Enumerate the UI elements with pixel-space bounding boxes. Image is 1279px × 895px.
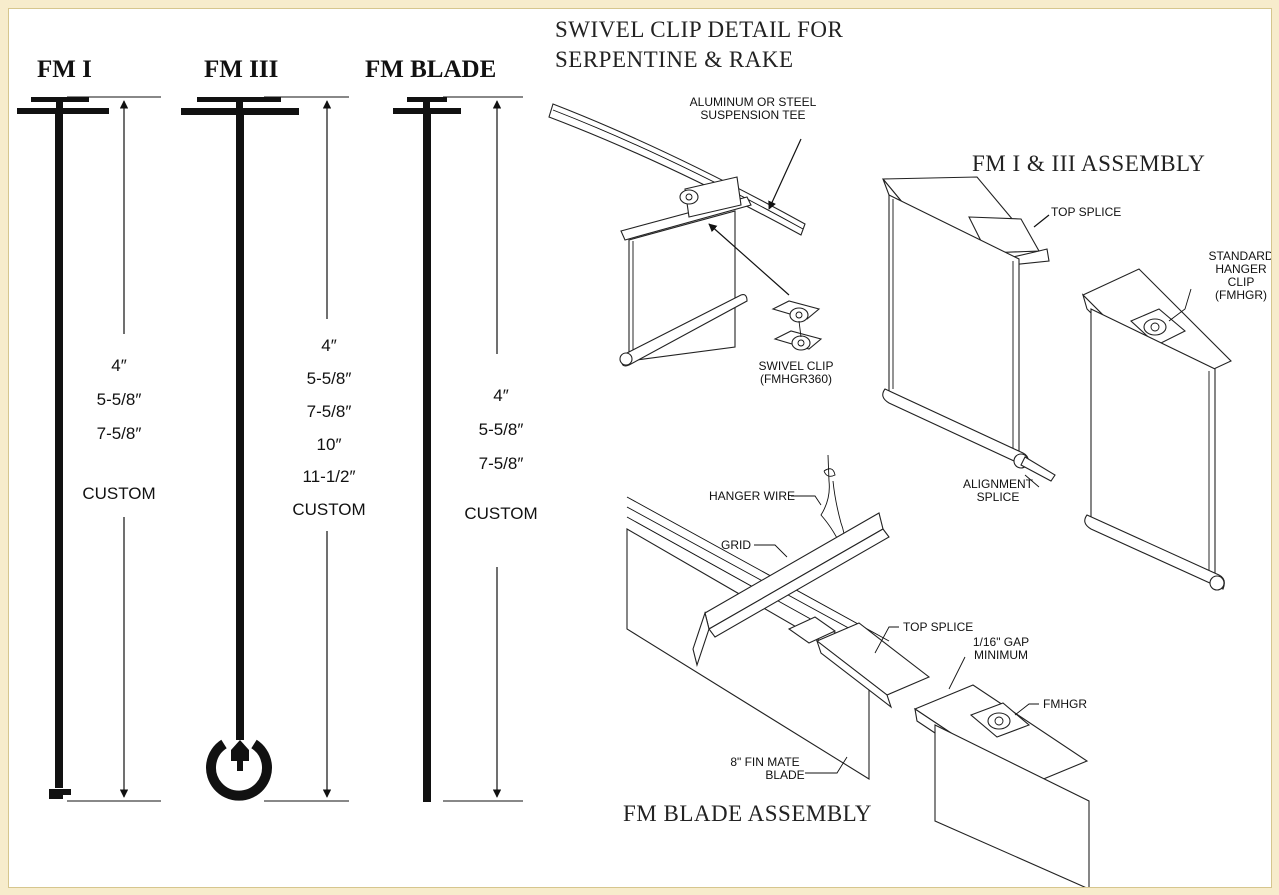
fm1-size: 7-5/8″ [97, 424, 142, 443]
fm1-size-list: 4″ 5-5/8″ 7-5/8″ CUSTOM [82, 356, 155, 503]
fm1-size: 4″ [111, 356, 126, 375]
gap-label-line2: MINIMUM [974, 648, 1028, 662]
technical-drawing: FM I FM III FM BLADE 4″ 5-5/8″ 7-5/8″ CU… [17, 17, 1271, 887]
fm3-size: 7-5/8″ [307, 402, 352, 421]
blade-assembly-title: FM BLADE ASSEMBLY [623, 801, 872, 826]
blade-assembly-drawing [626, 454, 1090, 887]
fin-mate-line1: 8" FIN MATE [730, 755, 799, 769]
blade-size: 5-5/8″ [479, 420, 524, 439]
blade-top-splice-label: TOP SPLICE [903, 620, 973, 634]
std-hanger-line2: HANGER [1215, 262, 1267, 276]
hanger-wire-label: HANGER WIRE [709, 489, 795, 503]
std-hanger-line3: CLIP [1228, 275, 1255, 289]
fm3-size: 4″ [321, 336, 336, 355]
profile-blade-name: FM BLADE [365, 56, 496, 83]
fmhgr-label: FMHGR [1043, 697, 1087, 711]
swivel-detail-drawing [548, 103, 823, 367]
blade-size: 7-5/8″ [479, 454, 524, 473]
fm1-profile [17, 96, 161, 802]
std-hanger-line4: (FMHGR) [1215, 288, 1267, 302]
alignment-splice-line1: ALIGNMENT [963, 477, 1034, 491]
tee-label-line2: SUSPENSION TEE [700, 108, 805, 122]
profile-fm1-name: FM I [37, 56, 92, 83]
alignment-splice-line2: SPLICE [977, 490, 1020, 504]
swivel-clip-label-line2: (FMHGR360) [760, 372, 832, 386]
swivel-clip-label-line1: SWIVEL CLIP [759, 359, 834, 373]
swivel-detail-title-line2: SERPENTINE & RAKE [555, 47, 794, 72]
fm3-size: CUSTOM [292, 500, 365, 519]
fm3-size-list: 4″ 5-5/8″ 7-5/8″ 10″ 11-1/2″ CUSTOM [292, 336, 365, 519]
grid-label: GRID [721, 538, 751, 552]
fm13-assembly-drawing [881, 176, 1232, 591]
gap-label-line1: 1/16" GAP [973, 635, 1029, 649]
tee-label-line1: ALUMINUM OR STEEL [690, 95, 817, 109]
fm1-size: CUSTOM [82, 484, 155, 503]
profile-fm3-name: FM III [204, 56, 278, 83]
blade-size: CUSTOM [464, 504, 537, 523]
fm1-size: 5-5/8″ [97, 390, 142, 409]
fm3-size: 11-1/2″ [303, 467, 356, 486]
swivel-detail-title-line1: SWIVEL CLIP DETAIL FOR [555, 17, 843, 42]
top-splice-label: TOP SPLICE [1051, 205, 1121, 219]
fm3-size: 5-5/8″ [307, 369, 352, 388]
fm3-size: 10″ [317, 435, 342, 454]
drawing-sheet: FM I FM III FM BLADE 4″ 5-5/8″ 7-5/8″ CU… [8, 8, 1272, 888]
blade-size: 4″ [493, 386, 508, 405]
blade-size-list: 4″ 5-5/8″ 7-5/8″ CUSTOM [464, 386, 537, 523]
fm13-assembly-title: FM I & III ASSEMBLY [972, 151, 1205, 176]
std-hanger-line1: STANDARD [1208, 249, 1271, 263]
fm3-profile [181, 96, 349, 802]
fin-mate-line2: BLADE [765, 768, 804, 782]
blade-profile [393, 96, 523, 802]
